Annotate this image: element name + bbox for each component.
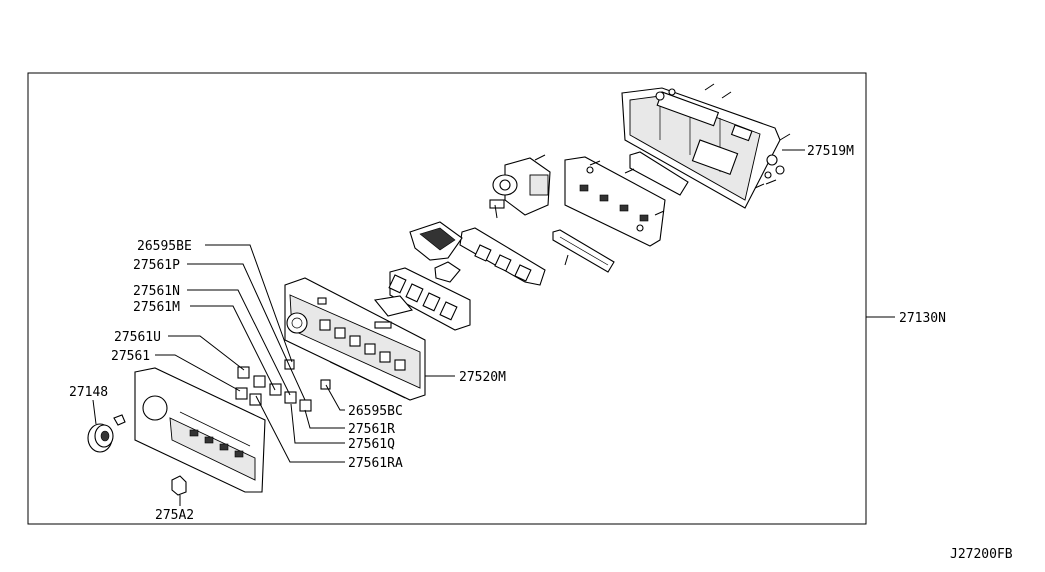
callout-27561P: 27561P xyxy=(133,258,180,273)
diagram-code: J27200FB xyxy=(950,547,1013,562)
leader-lines xyxy=(92,149,895,506)
actuator-motor-part[interactable] xyxy=(489,157,551,219)
slider-mechanism-part[interactable] xyxy=(459,227,546,286)
push-button-block-part[interactable] xyxy=(373,267,471,331)
callout-27561RA: 27561RA xyxy=(348,456,403,471)
rear-housing-part[interactable] xyxy=(621,87,785,209)
callout-27148: 27148 xyxy=(69,385,108,400)
circuit-board-part[interactable] xyxy=(564,151,689,247)
knob-part[interactable] xyxy=(87,414,126,453)
callout-27561Q: 27561Q xyxy=(348,437,395,452)
control-panel-body-part[interactable] xyxy=(284,277,426,401)
clip-part[interactable] xyxy=(171,475,187,496)
front-bezel-part[interactable] xyxy=(134,367,266,493)
callout-27520M: 27520M xyxy=(459,370,506,385)
lever-knob-part[interactable] xyxy=(409,221,463,283)
callout-27561N: 27561N xyxy=(133,284,180,299)
callout-26595BE: 26595BE xyxy=(137,239,192,254)
small-buttons-part[interactable] xyxy=(235,366,312,412)
callout-27130N: 27130N xyxy=(899,311,946,326)
callout-27561R: 27561R xyxy=(348,422,395,437)
callout-27561U: 27561U xyxy=(114,330,161,345)
housing-screws xyxy=(704,83,791,189)
bulb-sockets xyxy=(284,359,331,390)
board-screws xyxy=(534,154,665,216)
assembly-frame xyxy=(27,72,867,525)
callout-27561M: 27561M xyxy=(133,300,180,315)
callout-26595BC: 26595BC xyxy=(348,404,403,419)
callout-27561: 27561 xyxy=(111,349,150,364)
connector-strip-part[interactable] xyxy=(552,229,615,273)
callout-275A2: 275A2 xyxy=(155,508,194,523)
callout-27519M: 27519M xyxy=(807,144,854,159)
